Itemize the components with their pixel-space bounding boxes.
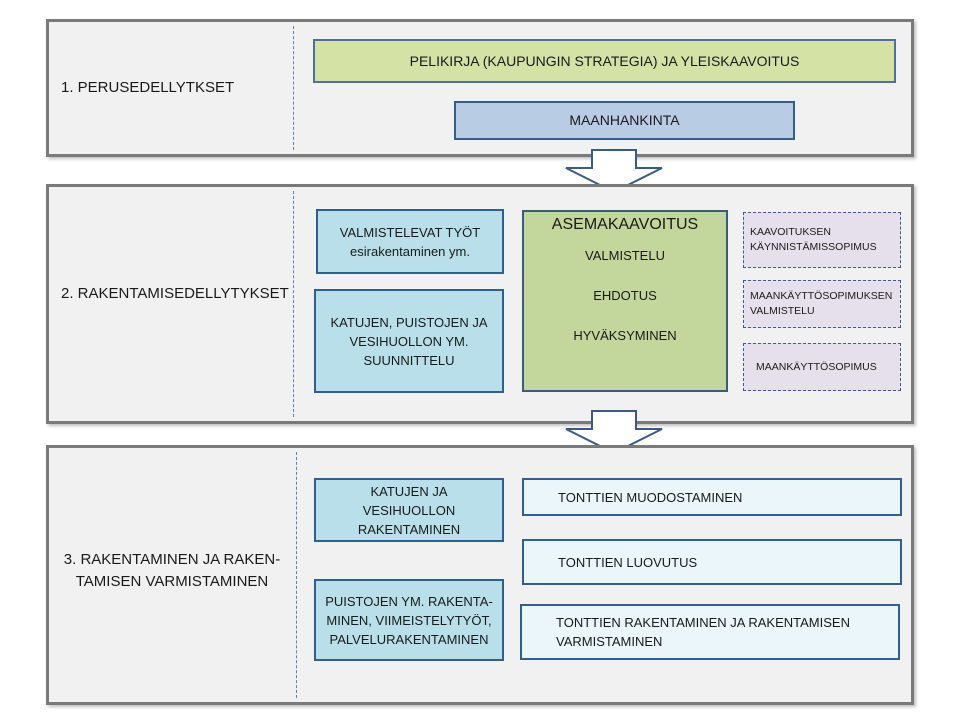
asemakaavoitus-title: ASEMAKAAVOITUS xyxy=(551,216,699,233)
asemakaavoitus-step-hyvaksyminen: HYVÄKSYMINEN xyxy=(573,328,677,343)
agreement-kaavoituksen: KAAVOITUKSEN KÄYNNISTÄMISSOPIMUS xyxy=(743,212,901,268)
katujen-suunnittelu-box: KATUJEN, PUISTOJEN JA VESIHUOLLON YM. SU… xyxy=(314,289,504,393)
katujen-rakentaminen-box: KATUJEN JA VESIHUOLLON RAKENTAMINEN xyxy=(314,478,504,542)
section-1-label: 1. PERUSEDELLYTKSET xyxy=(61,79,235,96)
asemakaavoitus-box: ASEMAKAAVOITUS VALMISTELU EHDOTUS HYVÄKS… xyxy=(522,210,728,392)
section-1-divider xyxy=(293,26,294,150)
section-2-label: 2. RAKENTAMISEDELLYTYKSET xyxy=(61,285,289,302)
asemakaavoitus-step-ehdotus: EHDOTUS xyxy=(593,288,657,303)
puistojen-rakentaminen-box: PUISTOJEN YM. RAKENTA- MINEN, VIIMEISTEL… xyxy=(314,579,504,661)
pelikirja-box: PELIKIRJA (KAUPUNGIN STRATEGIA) JA YLEIS… xyxy=(313,39,896,83)
tonttien-luovutus-box: TONTTIEN LUOVUTUS xyxy=(522,539,902,585)
valmistelevat-box: VALMISTELEVAT TYÖT esirakentaminen ym. xyxy=(316,209,504,274)
section-2-divider xyxy=(293,191,294,417)
asemakaavoitus-step-valmistelu: VALMISTELU xyxy=(585,248,665,263)
tonttien-muodostaminen-box: TONTTIEN MUODOSTAMINEN xyxy=(522,478,902,516)
section-3-divider xyxy=(296,452,297,698)
maanhankinta-box: MAANHANKINTA xyxy=(454,101,795,140)
agreement-maankayttosopimus: MAANKÄYTTÖSOPIMUS xyxy=(743,343,901,391)
down-arrow-2 xyxy=(565,410,663,455)
down-arrow-1 xyxy=(565,149,663,194)
tonttien-rakentaminen-box: TONTTIEN RAKENTAMINEN JA RAKENTAMISEN VA… xyxy=(520,604,900,660)
section-3-label: 3. RAKENTAMINEN JA RAKEN- TAMISEN VARMIS… xyxy=(63,551,281,590)
agreement-maankayttosopimuksen-valmistelu: MAANKÄYTTÖSOPIMUKSEN VALMISTELU xyxy=(743,280,901,328)
